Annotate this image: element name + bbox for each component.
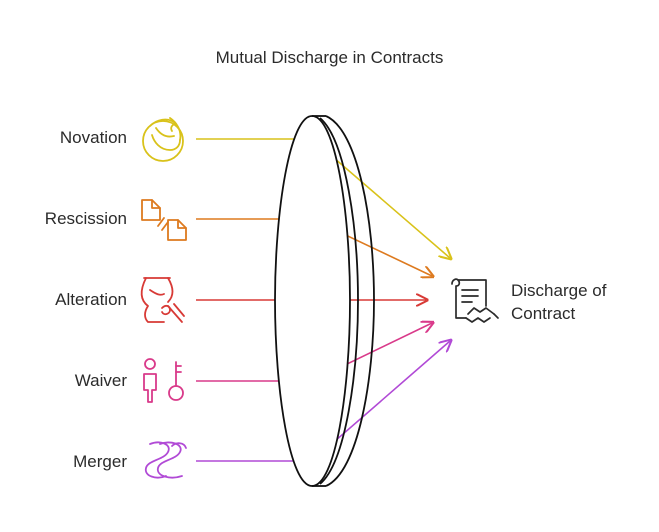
target-label-line2: Contract: [511, 304, 576, 323]
contract-handshake-icon: [451, 278, 499, 323]
label-novation: Novation: [59, 128, 127, 147]
target-label-line1: Discharge of: [511, 281, 607, 300]
lens-back-edge: [325, 115, 375, 487]
river-merge-icon: [144, 441, 187, 479]
diagram-title: Mutual Discharge in Contracts: [215, 48, 444, 67]
label-rescission: Rescission: [44, 209, 127, 228]
vase-repair-icon: [140, 277, 185, 323]
person-key-icon: [143, 358, 184, 403]
lens-front-face: [274, 115, 351, 487]
target-label: Discharge of Contract: [511, 279, 606, 325]
label-waiver: Waiver: [74, 371, 127, 390]
label-alteration: Alteration: [55, 290, 127, 309]
label-merger: Merger: [73, 452, 127, 471]
lens: [274, 115, 375, 487]
lens-inner-rim: [319, 117, 359, 485]
fire-fox-icon: [142, 117, 184, 162]
document-swap-icon: [141, 199, 187, 241]
